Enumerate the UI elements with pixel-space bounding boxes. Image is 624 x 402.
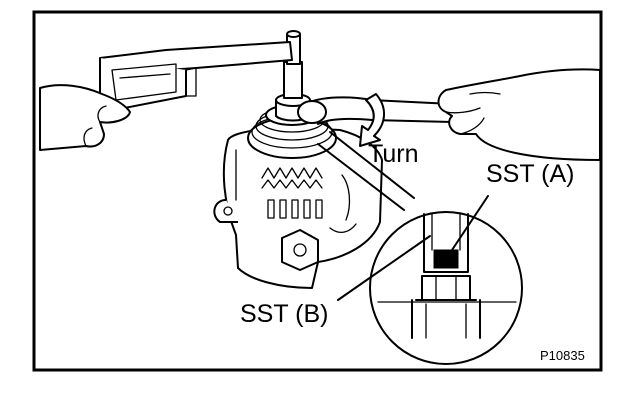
curved-arrow-icon	[359, 93, 385, 147]
figure-code: P10835	[540, 348, 585, 363]
left-hand	[39, 84, 131, 151]
sst-a-pointer	[447, 195, 489, 257]
detail-magnifier	[369, 211, 523, 365]
right-hand	[437, 68, 601, 161]
sst-a-label: SST (A)	[486, 160, 574, 188]
turn-label: Turn	[368, 140, 418, 168]
sst-b-pointer	[337, 235, 431, 301]
alternator-body	[213, 127, 383, 289]
sst-b-label: SST (B)	[240, 300, 328, 328]
detail-leader-lines	[317, 131, 415, 211]
figure-frame	[32, 10, 603, 372]
holding-tool-handle	[99, 41, 293, 111]
